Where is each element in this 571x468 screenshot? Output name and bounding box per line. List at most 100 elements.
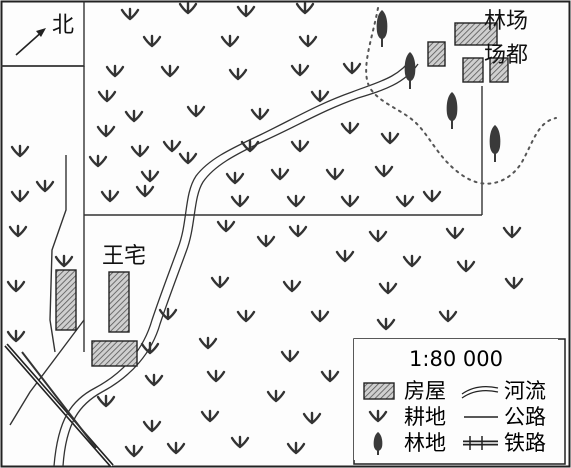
- farmland-symbol-icon: [374, 164, 394, 178]
- forest-farm-hq-label-line2: 场都: [484, 43, 529, 68]
- farmland-symbol-icon: [96, 394, 116, 408]
- farmland-symbol-icon: [96, 124, 116, 138]
- farmland-symbol-icon: [120, 7, 140, 21]
- farmland-symbol-icon: [124, 444, 144, 458]
- legend-highway-label: 公路: [504, 404, 546, 429]
- farmland-symbol-icon: [6, 279, 26, 293]
- farmland-symbol-icon: [220, 34, 240, 48]
- farmland-symbol-icon: [380, 131, 400, 145]
- river: [53, 57, 419, 467]
- farmland-symbol-icon: [325, 167, 345, 181]
- farmland-symbol-icon: [320, 369, 340, 383]
- farmland-symbol-icon: [288, 224, 308, 238]
- farmland-symbol-icon: [395, 194, 415, 208]
- forest-farm-hq-label-line1: 林场: [484, 9, 529, 34]
- farmland-symbol-icon: [178, 151, 198, 165]
- railway: [4, 343, 114, 468]
- farmland-symbol-icon: [97, 89, 117, 103]
- farmland-symbol-icon: [160, 64, 180, 78]
- tree-icon: [445, 91, 459, 130]
- legend-highway: 公路: [460, 405, 546, 429]
- farmland-symbol-icon: [456, 259, 476, 273]
- farmland-symbol-icon: [225, 171, 245, 185]
- legend-forest: 林地: [360, 431, 446, 455]
- farmland-symbol-icon: [302, 411, 322, 425]
- farmland-symbol-icon: [140, 169, 160, 183]
- farmland-symbol-icon: [438, 309, 458, 323]
- highways: [1, 65, 483, 426]
- tree-icon: [375, 9, 389, 48]
- legend-farmland-label: 耕地: [404, 404, 446, 429]
- legend-farmland: 耕地: [360, 405, 446, 429]
- farmland-symbol-icon: [135, 184, 155, 198]
- farmland-symbol-icon: [230, 194, 250, 208]
- farmland-symbol-icon: [100, 189, 120, 203]
- farmland-symbol-icon: [502, 225, 522, 239]
- farmland-symbol-icon: [142, 419, 162, 433]
- farmland-symbol-icon: [10, 189, 30, 203]
- legend-river-label: 河流: [504, 378, 546, 403]
- farmland-symbol-icon: [290, 63, 310, 77]
- wang-residence-label: 王宅: [102, 244, 147, 269]
- farmland-symbol-icon: [198, 336, 218, 350]
- farmland-symbol-icon: [206, 369, 226, 383]
- farmland-symbol-icon: [124, 109, 144, 123]
- legend-forest-label: 林地: [404, 430, 446, 455]
- farmland-symbol-icon: [228, 67, 248, 81]
- house-icon: [55, 269, 77, 331]
- farmland-symbol-icon: [378, 281, 398, 295]
- farmland-symbol-icon: [422, 189, 442, 203]
- farmland-symbol-icon: [368, 229, 388, 243]
- forest-boundary-dotted: [365, 7, 557, 185]
- farmland-symbol-icon: [10, 144, 30, 158]
- legend-scale: 1:80 000: [409, 347, 503, 371]
- farmland-symbol-icon: [186, 104, 206, 118]
- farmland-symbol-icon: [142, 34, 162, 48]
- highway-symbol-icon: [464, 416, 498, 418]
- farmland-symbol-icon: [88, 154, 108, 168]
- farmland-symbol-icon: [340, 121, 360, 135]
- farmland-symbol-icon: [216, 219, 236, 233]
- house-icon: [462, 57, 484, 83]
- farmland-symbol-icon: [335, 249, 355, 263]
- farmland-symbol-icon: [298, 34, 318, 48]
- north-label: 北: [52, 13, 75, 38]
- railway-symbol-icon: [463, 436, 498, 450]
- farmland-symbol-icon: [35, 179, 55, 193]
- farmland-symbol-icon: [310, 89, 330, 103]
- tree-icon: [373, 432, 383, 455]
- farmland-symbol-icon: [256, 234, 276, 248]
- house-icon: [427, 41, 446, 67]
- farmland-symbol-icon: [130, 144, 150, 158]
- farmland-symbol-icon: [6, 329, 26, 343]
- farmland-symbol-icon: [178, 1, 198, 15]
- farmland-symbol-icon: [236, 4, 256, 18]
- river-symbol-icon: [461, 386, 499, 399]
- farmland-symbol-icon: [105, 64, 125, 78]
- legend: 1:80 000 房屋 河流 耕地 公路: [354, 339, 558, 460]
- farmland-symbol-icon: [342, 61, 362, 75]
- house-icon: [91, 340, 138, 367]
- farmland-symbol-icon: [445, 226, 465, 240]
- farmland-symbol-icon: [340, 194, 360, 208]
- farmland-symbol-icon: [295, 1, 315, 15]
- legend-house: 房屋: [360, 379, 446, 403]
- house-icon: [108, 271, 130, 333]
- farmland-symbol-icon: [376, 317, 396, 331]
- farmland-symbol-icon: [310, 309, 330, 323]
- farmland-symbol-icon: [290, 139, 310, 153]
- farmland-symbol-icon: [210, 275, 230, 289]
- farmland-symbol-icon: [286, 441, 306, 455]
- tree-icon: [403, 51, 417, 90]
- legend-river: 河流: [460, 379, 546, 403]
- farmland-symbol-icon: [162, 139, 182, 153]
- farmland-symbol-icon: [200, 409, 220, 423]
- farmland-symbol-icon: [282, 279, 302, 293]
- tree-icon: [488, 124, 502, 163]
- houses: [55, 22, 509, 367]
- farmland-symbol-icon: [280, 349, 300, 363]
- house-icon: [454, 22, 498, 46]
- farmland-symbol-icon: [54, 254, 74, 268]
